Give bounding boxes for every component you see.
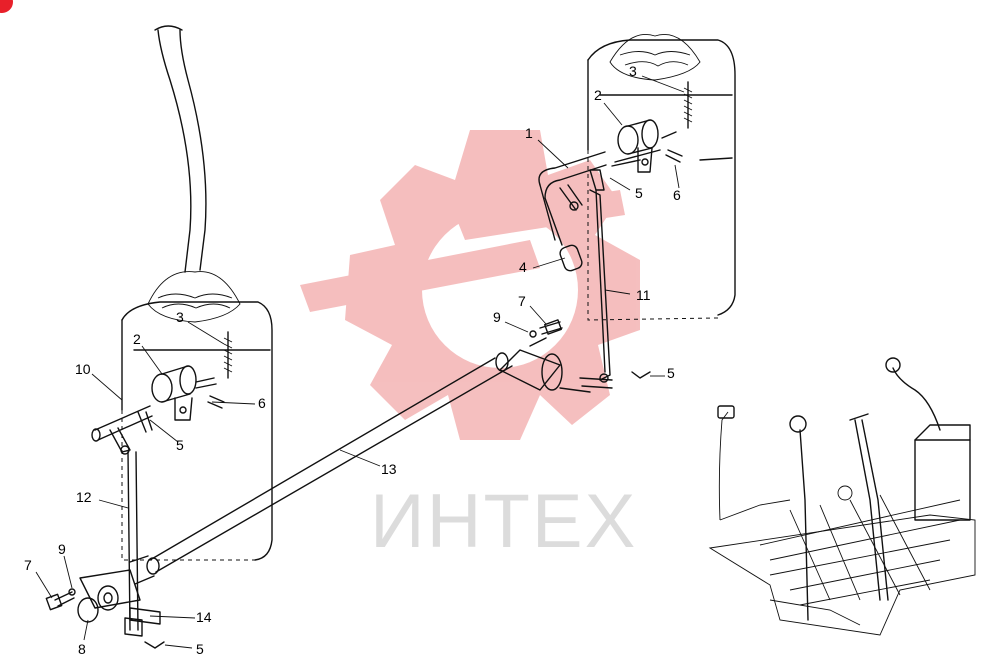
callout-11: 11: [636, 287, 651, 303]
callout-12: 12: [76, 489, 92, 505]
right-shaft-joint: [499, 319, 591, 393]
right-link-rod: [579, 189, 651, 389]
callout-13: 13: [381, 461, 397, 477]
overview-thumbnail: [708, 357, 976, 636]
callout-4: 4: [519, 259, 527, 275]
left-shift-lever: [91, 405, 153, 455]
left-bushing: [151, 331, 233, 421]
left-shaft-joint: [45, 569, 161, 625]
callout-5-left-upper: 5: [176, 437, 184, 453]
callout-10: 10: [75, 361, 91, 377]
right-bushing: [611, 81, 693, 173]
callout-leaders: [35, 75, 685, 649]
callout-6-right: 6: [673, 187, 681, 203]
right-shift-lever: [538, 151, 607, 272]
callout-9-right: 9: [493, 309, 501, 325]
left-housing: [121, 25, 273, 561]
callout-2-right: 2: [594, 87, 602, 103]
right-housing: [587, 34, 736, 321]
left-link-rod: [124, 451, 165, 649]
callout-3-right: 3: [629, 63, 637, 79]
callout-5-right-lower: 5: [667, 365, 675, 381]
watermark-gear-icon: [300, 130, 640, 440]
callout-3-left: 3: [176, 309, 184, 325]
callout-7-left: 7: [24, 557, 32, 573]
callout-9-left: 9: [58, 541, 66, 557]
callout-2-left: 2: [133, 331, 141, 347]
callout-8: 8: [78, 641, 86, 657]
callout-7-right: 7: [518, 293, 526, 309]
callout-14: 14: [196, 609, 212, 625]
callout-5-right-upper: 5: [635, 185, 643, 201]
corner-badge: [0, 0, 13, 13]
callout-1: 1: [525, 125, 533, 141]
watermark-text: ИНТЕХ: [370, 479, 638, 564]
callout-6-left: 6: [258, 395, 266, 411]
callout-5-left-lower: 5: [196, 641, 204, 657]
